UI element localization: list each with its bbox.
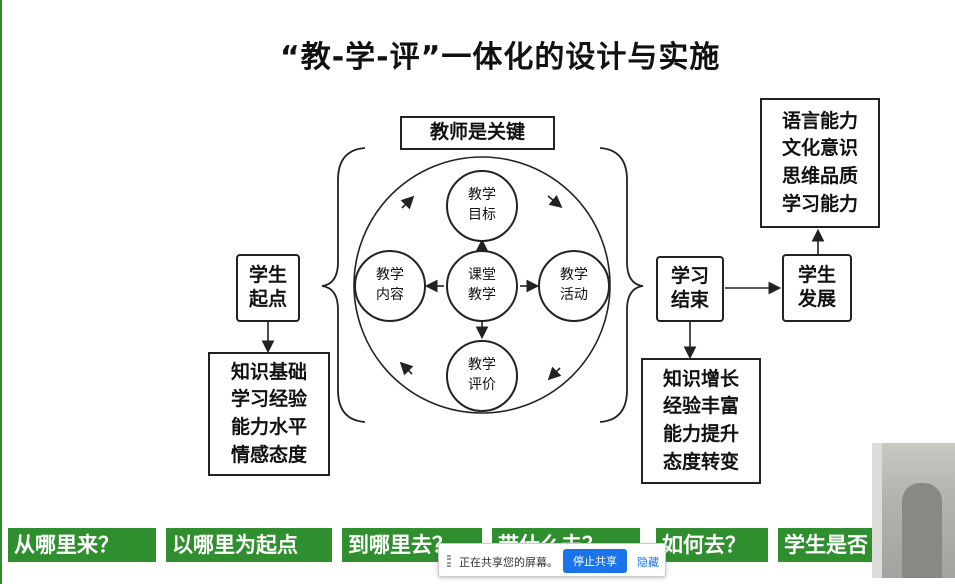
ring-arrow-se — [547, 366, 562, 381]
ring-arrow-sw — [399, 361, 414, 376]
slide-left-border — [0, 0, 2, 584]
question-tag-5: 如何去？ — [656, 528, 768, 562]
ring-arrow-nw — [400, 195, 415, 210]
content-circle: 教学 内容 — [354, 250, 426, 322]
teacher-key-box: 教师是关键 — [400, 116, 555, 150]
start-contents-box: 知识基础 学习经验 能力水平 情感态度 — [208, 352, 330, 476]
person-silhouette — [902, 483, 942, 578]
question-tag-6: 学生是否 — [778, 528, 878, 562]
ring-arrow-ne — [547, 194, 563, 209]
stop-sharing-button[interactable]: 停止共享 — [563, 549, 627, 573]
activities-circle: 教学 活动 — [538, 250, 610, 322]
right-brace — [599, 147, 644, 423]
goals-circle: 教学 目标 — [446, 170, 518, 242]
webcam-preview — [872, 443, 955, 578]
question-tag-2: 以哪里为起点 — [166, 528, 332, 562]
left-brace — [321, 147, 366, 423]
teacher-key-label: 教师是关键 — [429, 121, 525, 144]
hide-share-bar-link[interactable]: 隐藏 — [637, 557, 659, 569]
learning-end-box: 学习 结束 — [656, 256, 724, 322]
question-tag-1: 从哪里来？ — [8, 528, 156, 562]
student-dev-box: 学生 发展 — [782, 254, 852, 322]
end-contents-box: 知识增长 经验丰富 能力提升 态度转变 — [641, 358, 761, 484]
share-status-text: 正在共享您的屏幕。 — [459, 557, 558, 569]
center-circle: 课堂 教学 — [446, 250, 518, 322]
slide-title: “教-学-评”一体化的设计与实施 — [280, 40, 721, 75]
dev-contents-box: 语言能力 文化意识 思维品质 学习能力 — [760, 98, 880, 228]
student-start-box: 学生 起点 — [236, 254, 300, 322]
drag-handle-icon[interactable] — [447, 555, 451, 567]
evaluation-circle: 教学 评价 — [446, 340, 518, 412]
screen-share-bar: 正在共享您的屏幕。 停止共享 隐藏 — [438, 543, 666, 577]
